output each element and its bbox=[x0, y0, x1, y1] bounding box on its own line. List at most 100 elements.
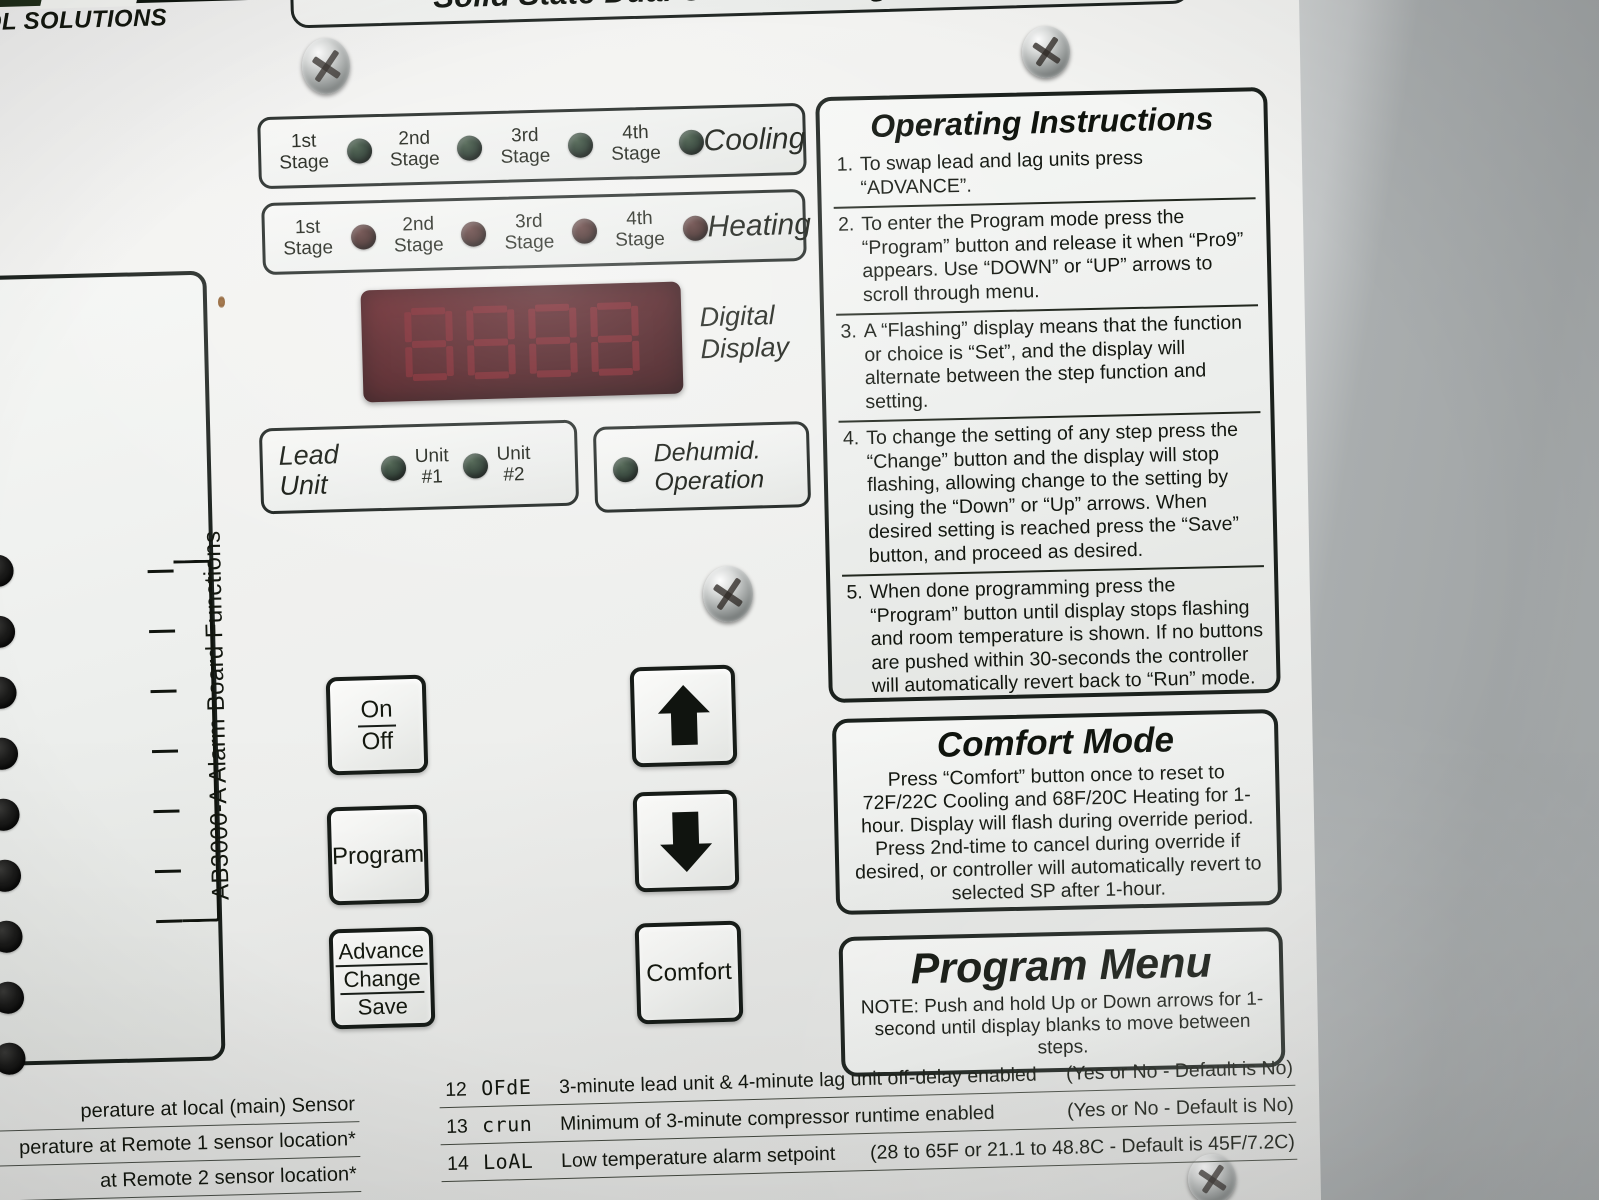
lead-unit-2-led bbox=[462, 452, 489, 479]
instruction-number: 1. bbox=[836, 153, 854, 176]
dehumid-operation-label: Dehumid. Operation bbox=[653, 436, 765, 497]
heating-stage-4-led bbox=[682, 214, 708, 241]
off-label: Off bbox=[361, 727, 394, 755]
instruction-text: To enter the Program mode press the “Pro… bbox=[861, 205, 1244, 306]
program-menu-step-number: 13 bbox=[445, 1115, 469, 1139]
program-menu-description: 3-minute lead unit & 4-minute lag unit o… bbox=[558, 1063, 1037, 1099]
program-menu-step-number: 12 bbox=[444, 1078, 468, 1102]
on-label: On bbox=[357, 693, 397, 728]
comfort-button[interactable]: Comfort bbox=[634, 920, 744, 1025]
program-menu-code: OFdE bbox=[480, 1074, 532, 1101]
alarm-led bbox=[0, 797, 20, 831]
lead-unit-1-led bbox=[380, 454, 407, 481]
program-menu-description: Minimum of 3-minute compressor runtime e… bbox=[559, 1101, 995, 1136]
enclosure-side-panel bbox=[1281, 0, 1599, 1200]
cooling-mode-label: Cooling bbox=[703, 121, 806, 158]
alarms-panel-note: ds are optionalfactory or fieldSee insid… bbox=[0, 369, 194, 519]
instruction-text: To swap lead and lag units press “ADVANC… bbox=[859, 146, 1144, 199]
heating-stage-3-led bbox=[571, 217, 598, 244]
alarm-led bbox=[0, 980, 25, 1014]
operating-instruction-item: 2. To enter the Program mode press the “P… bbox=[833, 197, 1258, 314]
comfort-label: Comfort bbox=[645, 957, 733, 988]
panel-screw bbox=[302, 38, 350, 94]
operating-instruction-item: 4.To change the setting of any step pres… bbox=[838, 411, 1264, 575]
lead-unit-indicator-group: Lead Unit Unit#1 Unit#2 bbox=[258, 419, 580, 515]
alarm-led bbox=[0, 553, 14, 587]
program-menu-range: (28 to 65F or 21.1 to 48.8C - Default is… bbox=[869, 1130, 1296, 1164]
program-menu-code: crun bbox=[481, 1111, 533, 1138]
instruction-number: 2. bbox=[837, 213, 855, 236]
alarm-led bbox=[0, 858, 22, 892]
operating-instruction-item: 5. When done programming press the “Progr… bbox=[842, 565, 1267, 704]
save-label: Save bbox=[357, 992, 409, 1020]
operating-instruction-item: 1.To swap lead and lag units press “ADVA… bbox=[832, 142, 1255, 207]
alarm-led bbox=[0, 1041, 26, 1075]
program-menu-range: (Yes or No - Default is No) bbox=[1065, 1056, 1294, 1085]
program-menu-range: (Yes or No - Default is No) bbox=[1066, 1093, 1295, 1122]
alarm-led bbox=[0, 919, 23, 953]
alarm-led bbox=[0, 614, 16, 648]
cooling-stage-1-led bbox=[346, 137, 373, 164]
digital-display bbox=[360, 281, 684, 403]
lead-unit-title: Lead Unit bbox=[278, 439, 340, 501]
down-arrow-button[interactable] bbox=[632, 789, 740, 893]
instruction-number: 5. bbox=[846, 581, 863, 604]
operating-instructions-title: Operating Instructions bbox=[869, 100, 1214, 144]
dehumid-operation-led bbox=[612, 456, 639, 482]
heating-stage-2-led bbox=[461, 220, 487, 247]
instruction-number: 4. bbox=[842, 427, 860, 450]
comfort-mode-body: Press “Comfort” button once to reset to … bbox=[854, 761, 1262, 905]
digital-display-caption: Digital Display bbox=[699, 300, 790, 365]
display-digit-4 bbox=[590, 301, 640, 377]
arrow-up-icon bbox=[657, 685, 710, 746]
rust-speck bbox=[218, 296, 225, 308]
advance-change-save-button[interactable]: Advance Change Save bbox=[328, 926, 436, 1030]
display-digit-3 bbox=[528, 303, 578, 378]
change-label: Change bbox=[340, 964, 424, 995]
arrow-down-icon bbox=[660, 811, 713, 872]
panel-screw bbox=[703, 566, 753, 622]
instruction-text: To change the setting of any step press … bbox=[865, 418, 1240, 567]
cooling-stage-3-led bbox=[567, 131, 594, 158]
unit-1-label: Unit#1 bbox=[414, 445, 449, 488]
program-menu-step-number: 14 bbox=[446, 1152, 470, 1176]
program-button[interactable]: Program bbox=[326, 804, 430, 906]
operating-instruction-item: 3.A “Flashing” display means that the fu… bbox=[836, 304, 1261, 421]
alarm-led bbox=[0, 736, 19, 770]
cooling-stage-2-led bbox=[457, 134, 483, 161]
program-menu-table: 12 OFdE 3-minute lead unit & 4-minute lag … bbox=[438, 1048, 1298, 1183]
on-off-button[interactable]: On Off bbox=[325, 674, 429, 776]
up-arrow-button[interactable] bbox=[629, 664, 738, 768]
alarm-led bbox=[0, 675, 17, 709]
program-menu-description: Low temperature alarm setpoint bbox=[560, 1142, 836, 1173]
display-digit-1 bbox=[404, 307, 454, 382]
instruction-text: A “Flashing” display means that the func… bbox=[863, 311, 1243, 413]
panel-screw bbox=[1022, 26, 1070, 78]
instruction-number: 3. bbox=[840, 320, 858, 343]
panel-screw bbox=[1188, 1154, 1236, 1200]
comfort-mode-panel: Comfort Mode Press “Comfort” button once… bbox=[831, 708, 1283, 916]
dehumid-operation-group: Dehumid. Operation bbox=[592, 421, 812, 513]
alarm-led-row: ControllerAlarm bbox=[0, 1023, 222, 1095]
operating-instructions-list: 1.To swap lead and lag units press “ADVA… bbox=[820, 142, 1276, 704]
operating-instructions-panel: Operating Instructions 1.To swap lead an… bbox=[815, 86, 1281, 704]
display-digit-2 bbox=[466, 305, 516, 380]
instruction-text: When done programming press the “Program… bbox=[869, 574, 1264, 698]
heating-mode-label: Heating bbox=[707, 207, 812, 244]
advance-label: Advance bbox=[335, 936, 428, 967]
cooling-stage-4-led bbox=[678, 129, 704, 155]
